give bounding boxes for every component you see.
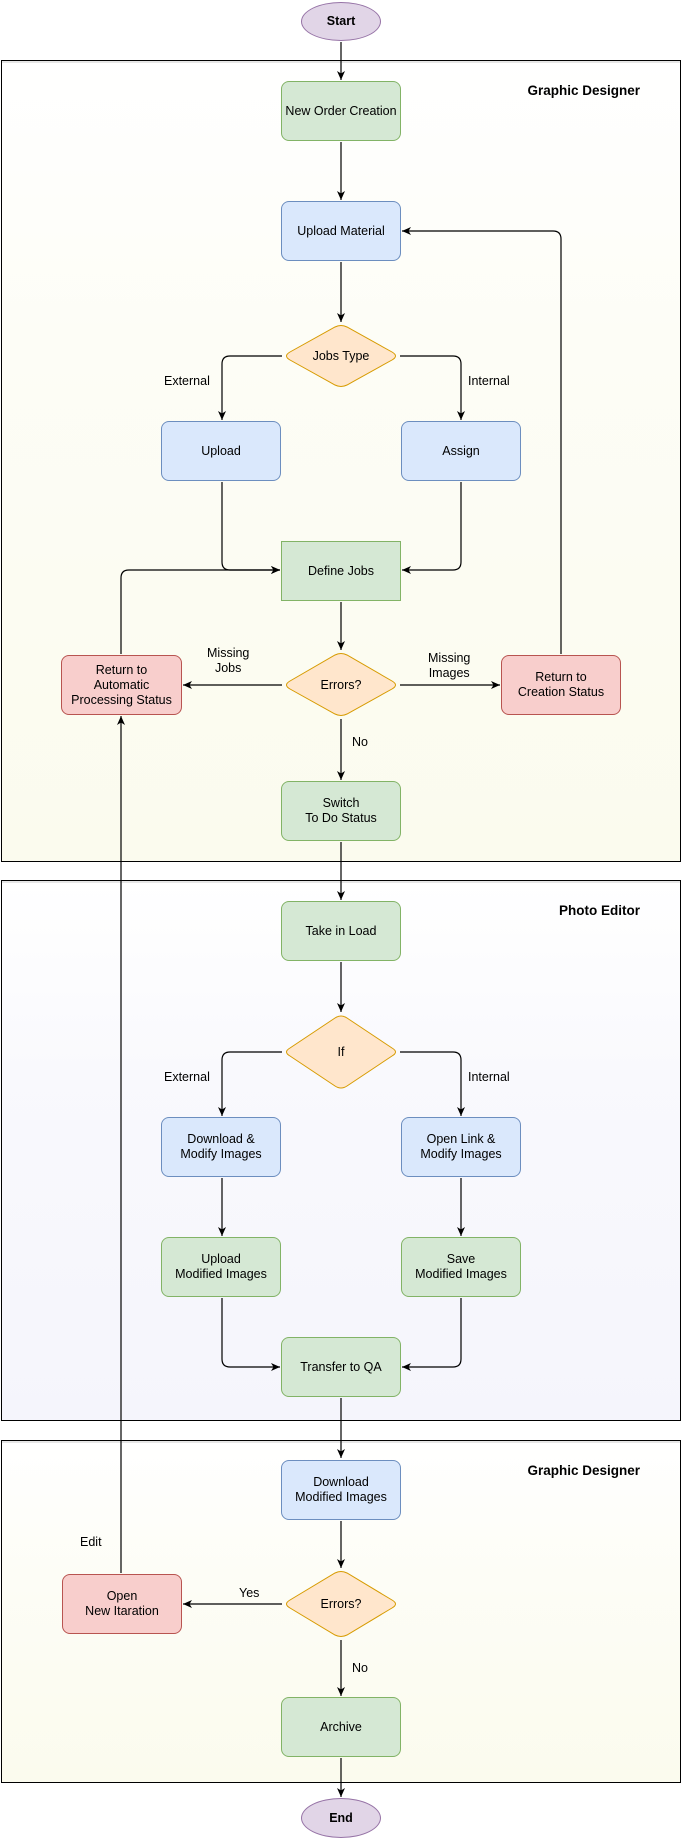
switch-todo-status-node[interactable]: Switch To Do Status <box>281 781 401 841</box>
errors-decision-1[interactable]: Errors? <box>282 651 400 718</box>
assign-node[interactable]: Assign <box>401 421 521 481</box>
decision-label: Jobs Type <box>312 349 370 363</box>
edge-if-to-open-link <box>400 1051 465 1116</box>
archive-node[interactable]: Archive <box>281 1697 401 1757</box>
edge-label-no: No <box>352 1661 368 1675</box>
decision-label: If <box>337 1045 345 1059</box>
edge-label-external: External <box>164 1070 210 1084</box>
upload-node[interactable]: Upload <box>161 421 281 481</box>
edge-upload-modified-to-transfer <box>221 1298 280 1371</box>
edge-assign-to-define-jobs <box>402 482 462 574</box>
open-link-modify-images-node[interactable]: Open Link & Modify Images <box>401 1117 521 1177</box>
edge-label-internal: Internal <box>468 1070 510 1084</box>
if-decision[interactable]: If <box>282 1013 400 1091</box>
download-modified-images-node[interactable]: Download Modified Images <box>281 1460 401 1520</box>
edge-if-to-download-modify <box>218 1051 282 1116</box>
decision-label: Errors? <box>320 677 362 692</box>
define-jobs-node[interactable]: Define Jobs <box>281 541 401 601</box>
save-modified-images-node[interactable]: Save Modified Images <box>401 1237 521 1297</box>
edge-label-missing-jobs: Missing Jobs <box>207 646 250 675</box>
return-creation-status-node[interactable]: Return to Creation Status <box>501 655 621 715</box>
diamond-shape <box>286 325 396 387</box>
edge-label-no: No <box>352 735 368 749</box>
end-node[interactable]: End <box>301 1798 381 1838</box>
edge-label-missing-images: Missing Images <box>428 651 471 680</box>
errors-decision-2[interactable]: Errors? <box>282 1569 400 1639</box>
lane-title: Photo Editor <box>559 903 640 918</box>
edge-upload-to-define-jobs <box>221 482 280 574</box>
edge-return-creation-to-upload-material <box>402 227 562 654</box>
open-new-iteration-node[interactable]: Open New Itaration <box>62 1574 182 1634</box>
diamond-shape <box>286 1015 396 1089</box>
download-modify-images-node[interactable]: Download & Modify Images <box>161 1117 281 1177</box>
edge-jobs-type-to-assign <box>400 355 465 420</box>
edge-label-internal: Internal <box>468 374 510 388</box>
lane-title: Graphic Designer <box>527 83 640 98</box>
return-automatic-processing-node[interactable]: Return to Automatic Processing Status <box>61 655 182 715</box>
edge-save-modified-to-transfer <box>402 1298 462 1371</box>
lane-title: Graphic Designer <box>527 1463 640 1478</box>
edge-label-external: External <box>164 374 210 388</box>
edge-return-auto-to-define-jobs <box>120 566 280 654</box>
edge-label-edit: Edit <box>80 1535 102 1549</box>
start-node[interactable]: Start <box>301 2 381 41</box>
decision-label: Errors? <box>320 1597 362 1611</box>
take-in-load-node[interactable]: Take in Load <box>281 901 401 961</box>
upload-modified-images-node[interactable]: Upload Modified Images <box>161 1237 281 1297</box>
jobs-type-decision[interactable]: Jobs Type <box>282 323 400 389</box>
swimlane-photo-editor: Photo Editor <box>1 880 681 1421</box>
upload-material-node[interactable]: Upload Material <box>281 201 401 261</box>
transfer-to-qa-node[interactable]: Transfer to QA <box>281 1337 401 1397</box>
new-order-creation-node[interactable]: New Order Creation <box>281 81 401 141</box>
diamond-shape <box>286 1571 396 1637</box>
diamond-shape <box>286 653 396 716</box>
edge-label-yes: Yes <box>239 1586 260 1600</box>
edge-jobs-type-to-upload <box>218 355 282 420</box>
